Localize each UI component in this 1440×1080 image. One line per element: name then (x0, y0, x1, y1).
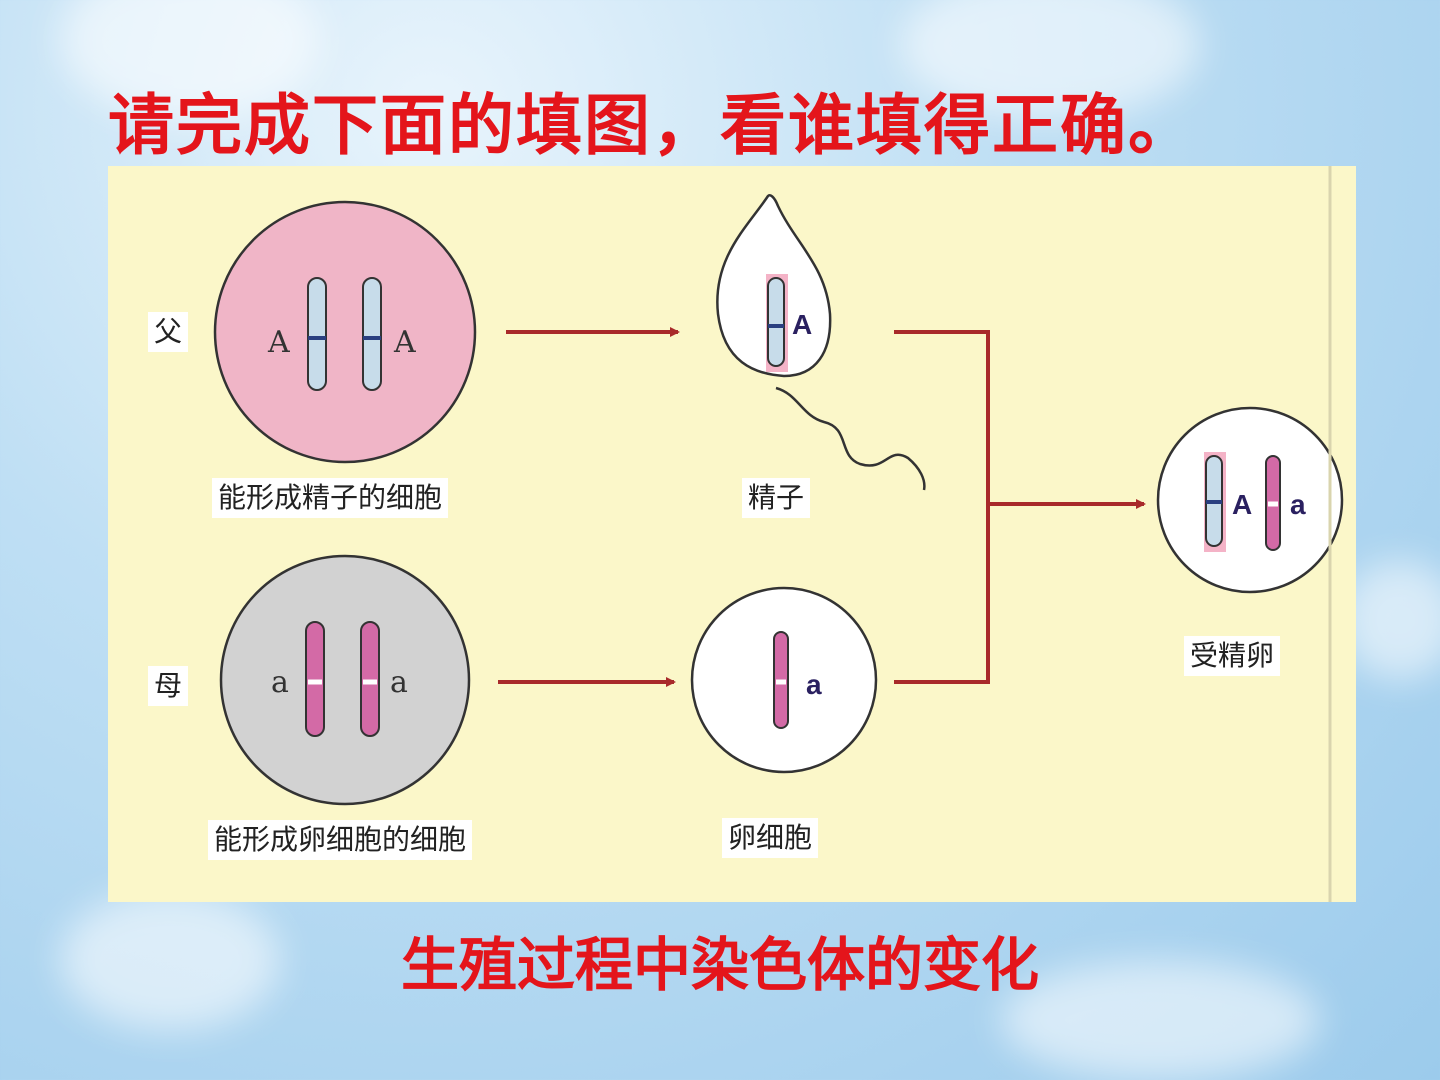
sperm-tail (775, 386, 926, 491)
diagram-caption: 生殖过程中染色体的变化 (400, 931, 1039, 999)
gene-label: A (792, 309, 812, 340)
gene-label: a (271, 665, 289, 700)
egg-label: 卵细胞 (722, 818, 819, 858)
genetics-diagram: A A a a A a A a (108, 166, 1356, 902)
father-cell (213, 200, 477, 464)
father-label: 父 (148, 312, 189, 352)
mother-label: 母 (148, 666, 189, 706)
diagram-canvas: A A a a A a A a (213, 166, 1344, 902)
chromosome (767, 277, 785, 367)
chromosome (305, 621, 325, 737)
background-highlight (1340, 560, 1440, 680)
chromosome (360, 621, 380, 737)
gene-label: A (1232, 489, 1252, 520)
gene-label: a (806, 669, 822, 700)
zygote-label: 受精卵 (1184, 636, 1281, 676)
mother-cell-label: 能形成卵细胞的细胞 (208, 820, 473, 860)
background-highlight (60, 890, 280, 1030)
chromosome (307, 277, 327, 391)
gene-label: a (1290, 489, 1306, 520)
chromosome (362, 277, 382, 391)
gene-label: A (267, 325, 290, 360)
page-title: 请完成下面的填图，看谁填得正确。 (108, 87, 1196, 164)
gene-label: A (393, 325, 416, 360)
sperm-label: 精子 (742, 478, 811, 518)
connector (894, 330, 990, 684)
father-cell-label: 能形成精子的细胞 (212, 478, 449, 518)
mother-cell (219, 554, 471, 806)
background-highlight (900, 0, 1200, 120)
background-highlight (1000, 960, 1320, 1080)
gene-label: a (390, 665, 408, 700)
